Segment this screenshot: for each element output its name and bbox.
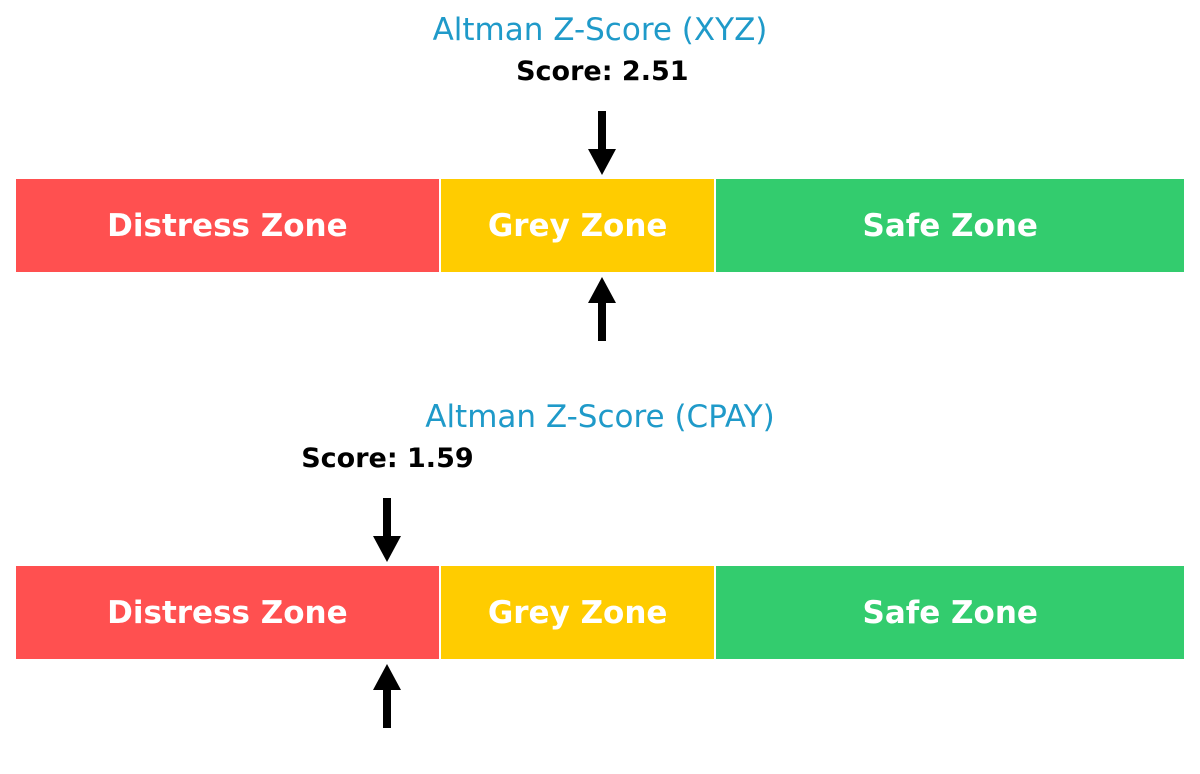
score-arrow-up-icon	[588, 277, 617, 341]
z-score-gauge-cpay: Altman Z-Score (CPAY) Score: 1.59 Distre…	[0, 387, 1200, 774]
zone-bar: Distress Zone Grey Zone Safe Zone	[16, 566, 1184, 659]
zone-bar: Distress Zone Grey Zone Safe Zone	[16, 179, 1184, 272]
score-label: Score: 2.51	[516, 56, 689, 87]
zone-distress: Distress Zone	[16, 179, 439, 272]
score-arrow-down-icon	[588, 111, 617, 175]
zone-label: Safe Zone	[862, 207, 1038, 244]
score-label: Score: 1.59	[301, 443, 474, 474]
gauge-title: Altman Z-Score (XYZ)	[432, 12, 768, 48]
zone-grey: Grey Zone	[438, 179, 715, 272]
score-arrow-up-icon	[373, 664, 402, 728]
zone-distress: Distress Zone	[16, 566, 439, 659]
zone-grey: Grey Zone	[438, 566, 715, 659]
zone-label: Grey Zone	[487, 594, 668, 631]
zone-label: Distress Zone	[107, 594, 348, 631]
zone-safe: Safe Zone	[714, 179, 1184, 272]
zone-label: Grey Zone	[487, 207, 668, 244]
zone-label: Safe Zone	[862, 594, 1038, 631]
score-arrow-down-icon	[373, 498, 402, 562]
gauge-title: Altman Z-Score (CPAY)	[425, 399, 775, 435]
z-score-gauge-xyz: Altman Z-Score (XYZ) Score: 2.51 Distres…	[16, 12, 1184, 341]
zone-label: Distress Zone	[107, 207, 348, 244]
zone-safe: Safe Zone	[714, 566, 1184, 659]
